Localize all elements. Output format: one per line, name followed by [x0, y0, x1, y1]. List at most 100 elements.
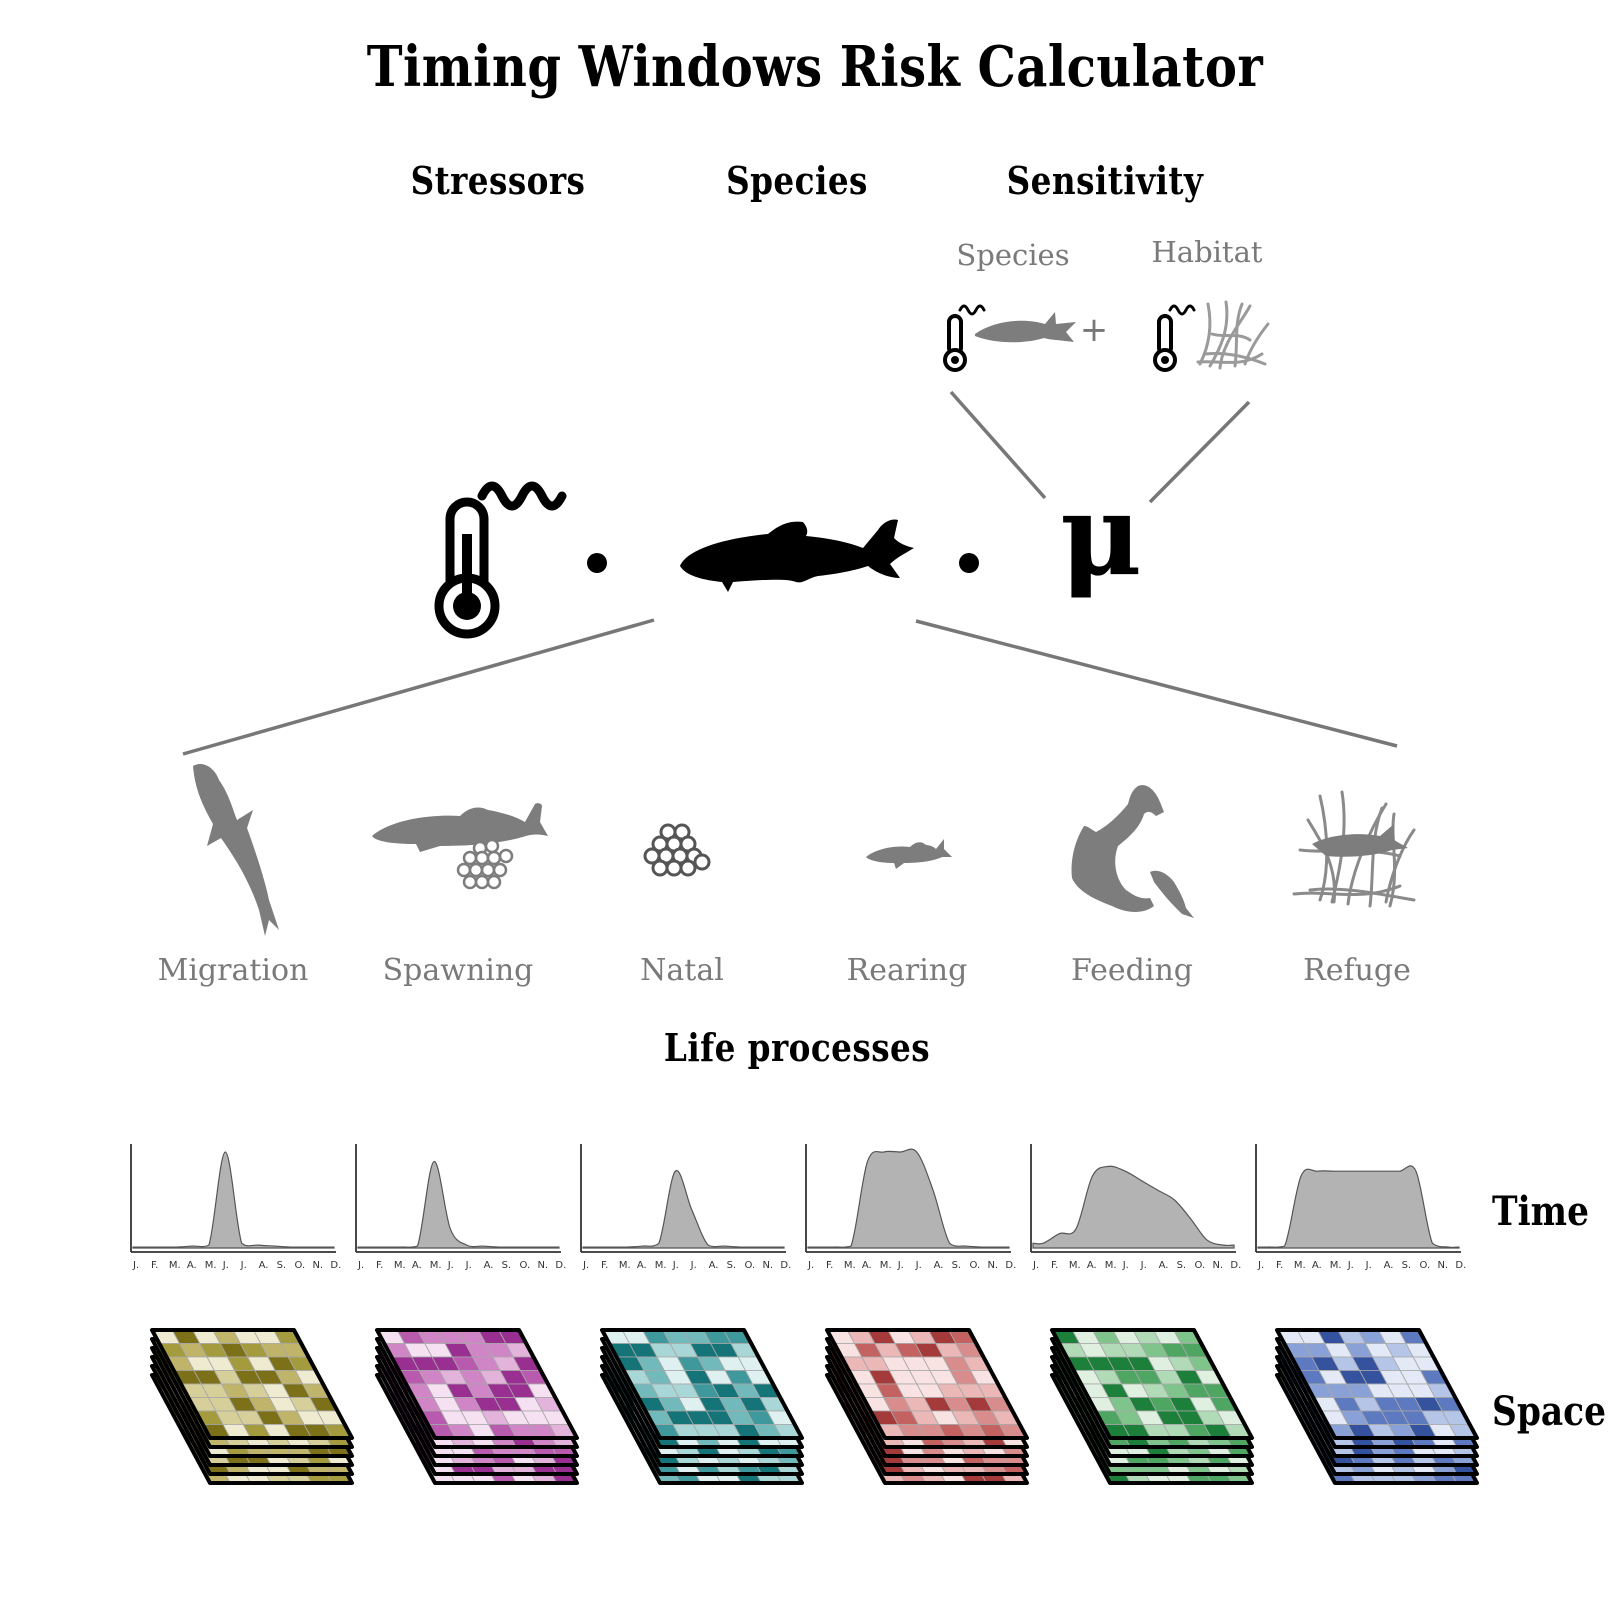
rearing-juvenile-fish-icon	[864, 835, 954, 875]
stressor-thermometer-icon	[430, 474, 570, 644]
month-tick-label: A.	[412, 1260, 422, 1271]
space-stack-blue	[1277, 1330, 1477, 1483]
migrating-fish-icon	[185, 760, 285, 940]
month-tick-label: M.	[619, 1260, 631, 1271]
month-tick-label: A.	[187, 1260, 197, 1271]
natal-egg-cluster-icon	[640, 822, 720, 882]
month-tick-label: J.	[1347, 1260, 1354, 1271]
month-tick-label: D.	[330, 1260, 341, 1271]
life-processes-heading: Life processes	[664, 1025, 930, 1070]
timing-curve-4: J.F.M.A.M.J.J.A.S.O.N.D.	[806, 1144, 1016, 1271]
month-tick-label: J.	[1032, 1260, 1039, 1271]
month-tick-label: J.	[240, 1260, 247, 1271]
month-tick-label: S.	[277, 1260, 287, 1271]
month-tick-label: O.	[520, 1260, 531, 1271]
timing-curve-6: J. F. M. A. M. J. J. A. S. O. N. D.	[1256, 1144, 1466, 1271]
space-label: Space	[1492, 1388, 1606, 1435]
timing-curve-2: J.F.M.A.M.J.J.A.S.O.N.D.	[356, 1144, 566, 1271]
month-tick-label: J.	[1257, 1260, 1264, 1271]
month-tick-label: M.	[205, 1260, 217, 1271]
month-tick-label: D.	[555, 1260, 566, 1271]
month-tick-label: D.	[780, 1260, 791, 1271]
month-tick-label: F.	[826, 1260, 833, 1271]
month-tick-label: J.	[447, 1260, 454, 1271]
month-tick-label: J.	[1122, 1260, 1129, 1271]
month-tick-label: S.	[1177, 1260, 1187, 1271]
habitat-to-mu-line	[1150, 402, 1249, 502]
month-tick-label: O.	[1195, 1260, 1206, 1271]
habitat-sensitivity-icon	[1150, 294, 1280, 384]
month-tick-label: A.	[1087, 1260, 1097, 1271]
month-tick-label: O.	[1420, 1260, 1431, 1271]
refuge-fish-in-vegetation-icon	[1290, 790, 1420, 920]
month-tick-label: M.	[394, 1260, 406, 1271]
month-tick-label: J.	[897, 1260, 904, 1271]
month-tick-label: J.	[807, 1260, 814, 1271]
timing-area	[808, 1149, 1009, 1248]
process-label-spawning: Spawning	[383, 953, 534, 988]
timing-curves: J. F. M. A. M. J. J. A. S. O. N. D. J. F. M. A. M. J. J. A.…	[0, 1140, 1620, 1300]
month-tick-label: J.	[915, 1260, 922, 1271]
timing-curve-3: J.F.M.A.M.J.J.A.S.O.N.D.	[581, 1144, 791, 1271]
species-to-mu-line	[951, 392, 1045, 498]
month-tick-label: O.	[745, 1260, 756, 1271]
month-tick-label: J.	[1365, 1260, 1372, 1271]
mu-symbol: μ	[1060, 470, 1142, 601]
month-tick-label: O.	[295, 1260, 306, 1271]
month-tick-label: S.	[952, 1260, 962, 1271]
month-tick-label: F.	[601, 1260, 608, 1271]
feeding-bear-catching-fish-icon	[1068, 782, 1198, 922]
vegetation-icon	[1198, 302, 1268, 368]
month-tick-label: A.	[1159, 1260, 1169, 1271]
species-to-refuge-line	[916, 621, 1397, 746]
month-tick-label: F.	[151, 1260, 158, 1271]
month-tick-label: A.	[934, 1260, 944, 1271]
multiply-dot-right	[959, 553, 979, 573]
month-tick-label: F.	[1276, 1260, 1283, 1271]
process-label-migration: Migration	[158, 953, 309, 988]
species-fish-icon	[678, 508, 918, 608]
timing-area	[1258, 1166, 1459, 1248]
month-tick-label: S.	[502, 1260, 512, 1271]
space-grid-stacks	[0, 1310, 1620, 1510]
month-tick-label: D.	[1230, 1260, 1241, 1271]
month-tick-label: F.	[376, 1260, 383, 1271]
timing-area	[133, 1152, 334, 1248]
month-tick-label: S.	[1402, 1260, 1412, 1271]
process-label-refuge: Refuge	[1303, 953, 1411, 988]
small-thermometer-icon	[945, 306, 984, 370]
month-tick-label: M.	[1330, 1260, 1342, 1271]
month-tick-label: M.	[1069, 1260, 1081, 1271]
process-label-rearing: Rearing	[847, 953, 968, 988]
month-tick-label: N.	[312, 1260, 323, 1271]
month-tick-label: N.	[1437, 1260, 1448, 1271]
timing-curve-5: J. F. M. A. M. J. J. A. S. O. N. D.	[1031, 1144, 1241, 1271]
month-tick-label: J.	[357, 1260, 364, 1271]
month-tick-label: O.	[970, 1260, 981, 1271]
month-tick-label: J.	[582, 1260, 589, 1271]
month-tick-label: M.	[1294, 1260, 1306, 1271]
month-tick-label: M.	[430, 1260, 442, 1271]
month-tick-label: D.	[1455, 1260, 1466, 1271]
month-tick-label: N.	[987, 1260, 998, 1271]
timing-area	[583, 1171, 784, 1248]
month-tick-label: A.	[637, 1260, 647, 1271]
month-tick-label: D.	[1005, 1260, 1016, 1271]
month-tick-label: J.	[222, 1260, 229, 1271]
space-stack-teal	[602, 1330, 802, 1483]
month-tick-label: J.	[690, 1260, 697, 1271]
month-tick-label: A.	[862, 1260, 872, 1271]
month-tick-label: F.	[1051, 1260, 1058, 1271]
month-tick-label: A.	[259, 1260, 269, 1271]
space-stack-green	[1052, 1330, 1252, 1483]
month-tick-label: J.	[1140, 1260, 1147, 1271]
month-tick-label: A.	[1384, 1260, 1394, 1271]
month-tick-label: M.	[1105, 1260, 1117, 1271]
month-tick-label: A.	[484, 1260, 494, 1271]
month-tick-label: A.	[709, 1260, 719, 1271]
month-tick-label: A.	[1312, 1260, 1322, 1271]
time-label: Time	[1492, 1188, 1589, 1235]
month-tick-label: N.	[1212, 1260, 1223, 1271]
space-stack-rose	[827, 1330, 1027, 1483]
